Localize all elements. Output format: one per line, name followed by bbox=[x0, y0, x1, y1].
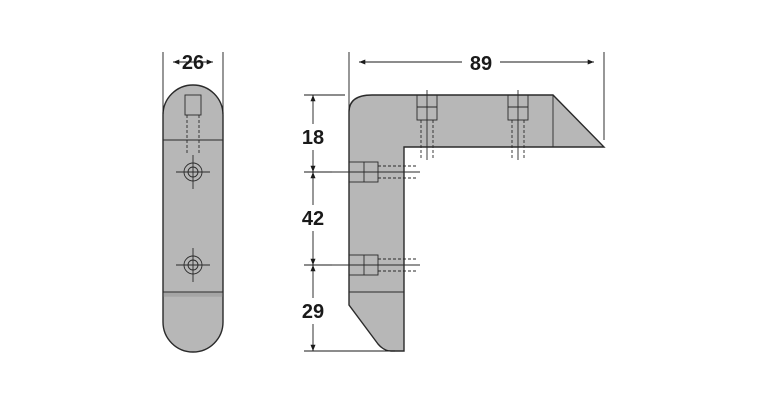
dimension-18-label: 18 bbox=[302, 127, 324, 149]
insert-top-2 bbox=[507, 90, 529, 160]
side-view-bottom-cap-shade bbox=[163, 292, 223, 297]
front-view-body bbox=[348, 94, 606, 352]
dimension-89-label: 89 bbox=[470, 53, 492, 75]
dimension-26-label: 26 bbox=[182, 52, 204, 74]
dimension-89: 89 bbox=[348, 50, 605, 140]
front-view: 89 18 42 29 bbox=[296, 50, 606, 352]
top-screw bbox=[184, 94, 202, 155]
dimension-42-label: 42 bbox=[302, 208, 324, 230]
dimension-29-label: 29 bbox=[302, 301, 324, 323]
side-view: 26 bbox=[162, 52, 224, 353]
insert-side-1 bbox=[332, 161, 420, 183]
side-view-body bbox=[162, 84, 224, 353]
hole-upper bbox=[176, 155, 210, 189]
hole-lower bbox=[176, 248, 210, 282]
insert-side-2 bbox=[332, 254, 420, 276]
vertical-dimension-chain: 18 42 29 bbox=[296, 94, 395, 352]
dimension-26: 26 bbox=[162, 52, 224, 114]
insert-top-1 bbox=[416, 90, 438, 160]
